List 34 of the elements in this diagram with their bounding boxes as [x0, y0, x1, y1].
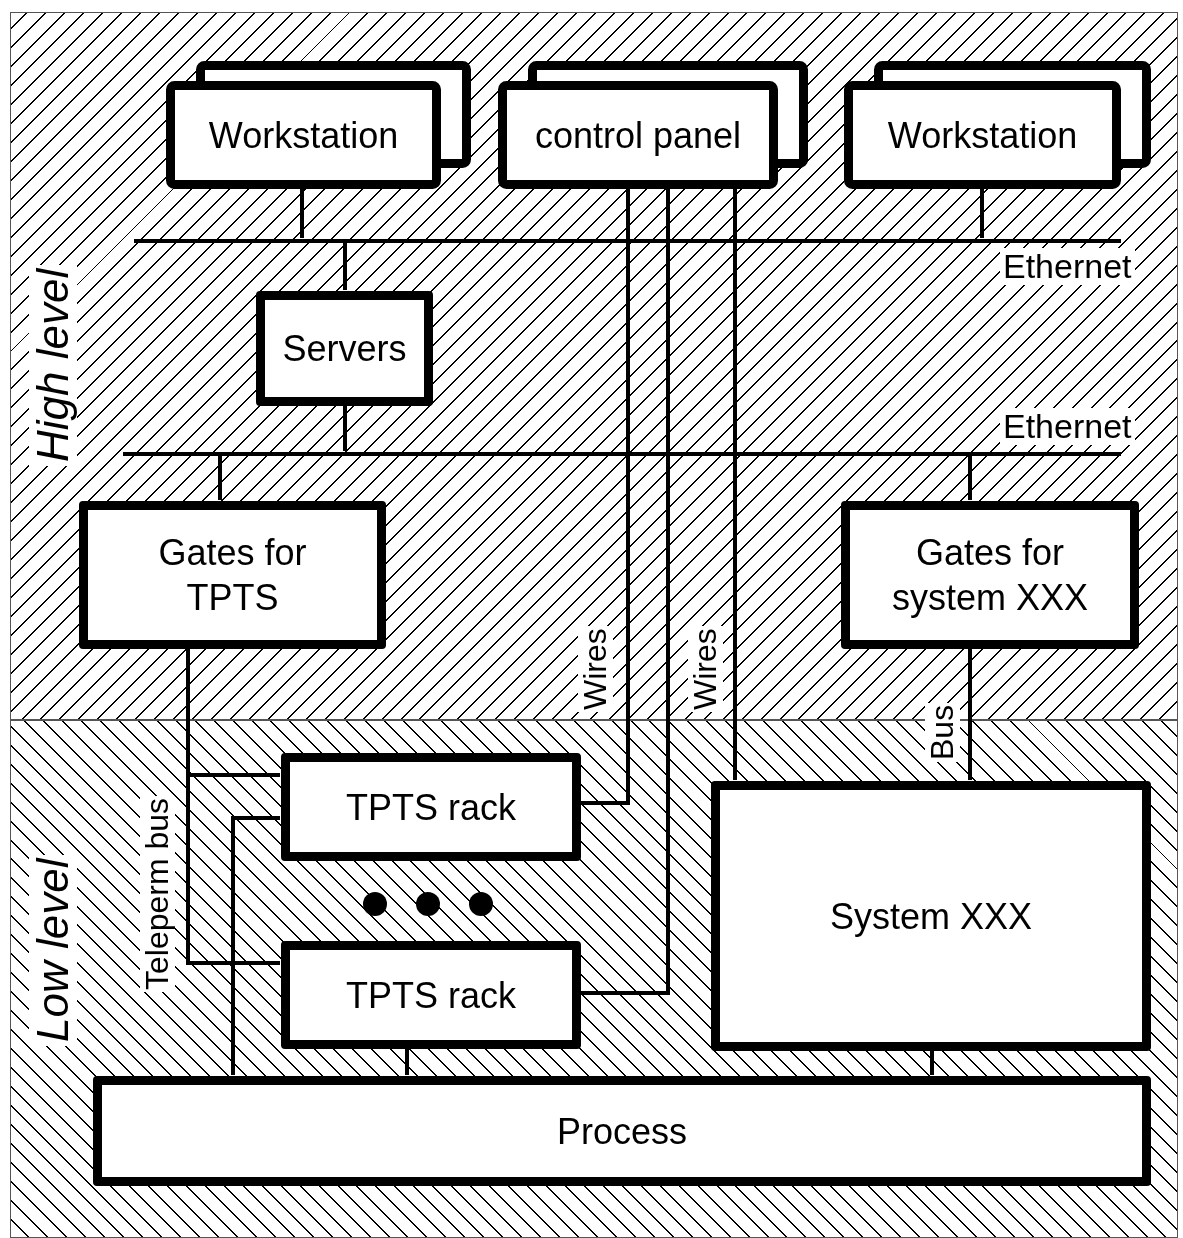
connector-line [733, 188, 737, 780]
edge-label: Wires [688, 626, 724, 712]
box-label: control panel [533, 113, 743, 158]
box-label: TPTS rack [345, 785, 517, 830]
band-title: High level [29, 264, 78, 466]
box-label: System XXX [828, 894, 1034, 939]
box-label: Gates for system XXX [890, 531, 1090, 620]
box-label: Servers [281, 327, 408, 371]
process-box [256, 291, 433, 406]
process-box [281, 753, 581, 861]
process-box [711, 781, 1151, 1051]
edge-label: Bus [925, 702, 961, 762]
process-box [93, 1076, 1151, 1186]
connector-line [968, 648, 972, 780]
box-label: Gates for TPTS [157, 531, 308, 620]
process-box [281, 941, 581, 1049]
stacked-box [166, 61, 471, 189]
bus-label: Ethernet [1000, 408, 1135, 446]
band-title: Low level [29, 854, 78, 1046]
connector-line [231, 816, 280, 1075]
connector-line [930, 1050, 934, 1075]
box-label: Process [555, 1109, 688, 1154]
connector-line [300, 188, 304, 238]
edge-label: Teleperm bus [140, 795, 176, 992]
box-label: TPTS rack [345, 973, 517, 1018]
box-label: Workstation [886, 113, 1079, 158]
process-box [841, 501, 1139, 649]
stacked-box [498, 61, 808, 189]
process-box [79, 501, 386, 649]
stacked-box [844, 61, 1151, 189]
connector-line [405, 1048, 409, 1075]
bus-label: Ethernet [1000, 248, 1135, 286]
edge-label: Wires [578, 626, 614, 712]
box-label: Workstation [207, 113, 400, 158]
